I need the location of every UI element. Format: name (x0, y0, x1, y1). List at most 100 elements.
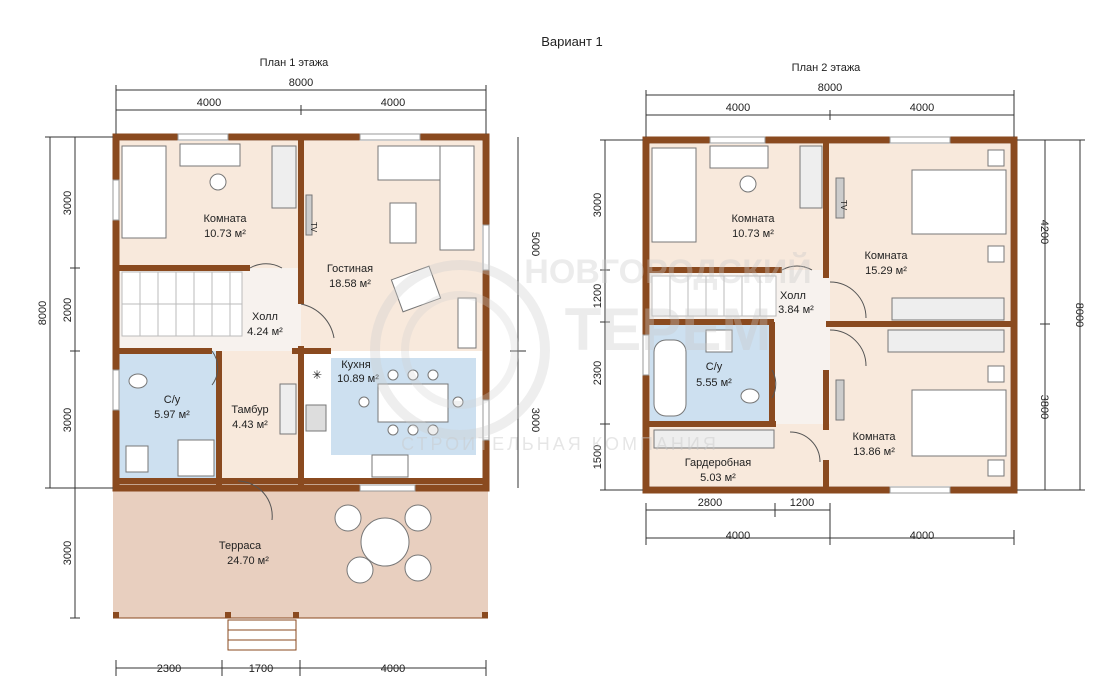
floor2-wardrobe-area: 5.03 м² (700, 472, 736, 484)
floor2-stairs (651, 275, 777, 317)
floor2-tv-label: TV (839, 200, 848, 211)
floor2-hall2-fill (772, 322, 830, 424)
floor1-washbasin (125, 445, 149, 473)
floor1-terrace-chair (346, 556, 374, 584)
watermark-line3: СТРОИТЕЛЬНАЯ КОМПАНИЯ (401, 434, 719, 454)
floor1-coat-rack (279, 383, 297, 435)
floor1-dimension-lines (45, 85, 526, 676)
floor1-dining-chair (387, 369, 399, 381)
floor1-living-name: Гостиная (327, 263, 373, 275)
floor2-room3-name: Комната (852, 431, 896, 443)
floor1-tv-unit (305, 194, 313, 236)
floor2-tv-unit (835, 177, 845, 219)
floor2-dim-right-b: 3800 (1038, 395, 1050, 419)
floor2-outer-walls (642, 136, 1018, 494)
floor1-terrace-chair (334, 504, 362, 532)
floor2-bed-double (911, 389, 1007, 457)
floor2-tv-unit (835, 379, 845, 421)
floor1-tv-label: TV (309, 222, 318, 233)
floor2-dim-bottom-b: 1200 (790, 497, 814, 509)
floor1-dim-left-d: 3000 (62, 541, 74, 565)
floor1-shower (177, 439, 215, 477)
floor2-nightstand (987, 245, 1005, 263)
floor2-wardrobe-rack (653, 429, 775, 449)
floor1-porch-steps (227, 619, 297, 651)
floor2-room3-area: 13.86 м² (853, 446, 895, 458)
floor1-wardrobe (271, 145, 297, 209)
floor1-inner-walls (116, 137, 486, 488)
floor1-terrace-name: Терраса (219, 540, 262, 552)
floor1-dining-chair (427, 424, 439, 436)
floor2-desk (709, 145, 769, 169)
variant-title: Вариант 1 (541, 34, 603, 49)
floor1-dining-chair (358, 396, 370, 408)
floor1-dim-top-left: 4000 (197, 97, 221, 109)
floor2-furniture (651, 145, 1007, 477)
floor1-dim-left-b: 2000 (62, 298, 74, 322)
floor2-dim-bottom-d: 4000 (910, 530, 934, 542)
floor1-dining-chair (407, 424, 419, 436)
floor2-hall-area: 3.84 м² (778, 304, 814, 316)
floor2-wardrobe-name: Гардеробная (685, 457, 752, 469)
floor1-chair (209, 173, 227, 191)
floor1-bed (121, 145, 167, 239)
floor1-sofa-corner (439, 145, 475, 251)
floor2-washbasin (705, 329, 733, 353)
floor2-room1-area: 10.73 м² (732, 228, 774, 240)
floor1-kitchen-name: Кухня (341, 359, 370, 371)
floor1-terrace-table (360, 517, 410, 567)
floor2-bathtub (653, 339, 687, 417)
floor1-windows (112, 133, 490, 492)
floor2-dim-top-total: 8000 (818, 82, 842, 94)
floor1-terrace-posts (113, 612, 488, 618)
floor1-hall-name: Холл (252, 311, 278, 323)
floor2-dim-left-a: 3000 (592, 193, 604, 217)
watermark-logo-inner (401, 291, 519, 409)
floor2-nightstand (987, 149, 1005, 167)
floor1-bath-name: С/у (164, 394, 181, 406)
floor2-bath-name: С/у (706, 361, 723, 373)
floor2-nightstand (987, 459, 1005, 477)
floor1-hall-area: 4.24 м² (247, 326, 283, 338)
floor2-plan: TV Комната 10.73 м² Комната 15.29 м² Хол… (592, 82, 1085, 545)
floor1-terrace-chair (404, 504, 432, 532)
floor1-kitchen-sink (371, 454, 409, 478)
floor2-inner-walls (646, 140, 1014, 490)
floor2-dim-left-c: 2300 (592, 361, 604, 385)
floor1-plan: TV ✳ Комната 10.73 м² Гостиная 18.58 м² … (37, 77, 541, 676)
floor1-shelf (457, 297, 477, 349)
floor1-toilet (128, 373, 148, 389)
floor2-hall-name: Холл (780, 290, 806, 302)
floor2-dimension-lines (600, 90, 1085, 545)
floor1-terrace-fill (113, 488, 488, 618)
floor1-dining-chair (427, 369, 439, 381)
floor1-vestibule-area: 4.43 м² (232, 419, 268, 431)
floor2-room2-area: 15.29 м² (865, 265, 907, 277)
floor1-terrace-area: 24.70 м² (227, 555, 269, 567)
floor2-room1-name: Комната (731, 213, 775, 225)
floor1-vestibule-name: Тамбур (231, 404, 268, 416)
floor1-title: План 1 этажа (260, 57, 330, 69)
floor2-dim-right-total: 8000 (1073, 303, 1085, 327)
floor2-bed-single (651, 147, 697, 243)
floor1-dim-left-a: 3000 (62, 191, 74, 215)
floor2-room2-name: Комната (864, 250, 908, 262)
floor1-bath-area: 5.97 м² (154, 409, 190, 421)
floor1-dim-right-a: 5000 (529, 232, 541, 256)
floor1-stove (305, 404, 327, 432)
floor2-dim-top-left: 4000 (726, 102, 750, 114)
floor2-bath-area: 5.55 м² (696, 377, 732, 389)
floor1-dim-bottom-b: 1700 (249, 663, 273, 675)
floor1-kitchen-hood-icon: ✳ (312, 368, 322, 382)
floor2-closet (891, 297, 1005, 321)
floor1-dim-top-right: 4000 (381, 97, 405, 109)
floor1-dim-top-total: 8000 (289, 77, 313, 89)
floor2-dim-bottom-c: 4000 (726, 530, 750, 542)
floor1-dim-right-b: 3000 (529, 408, 541, 432)
floor1-dining-chair (387, 424, 399, 436)
floor2-wardrobe-unit (799, 145, 823, 209)
floor1-stairs (121, 271, 243, 337)
floor2-dim-bottom-a: 2800 (698, 497, 722, 509)
watermark-logo-circle (370, 260, 550, 440)
